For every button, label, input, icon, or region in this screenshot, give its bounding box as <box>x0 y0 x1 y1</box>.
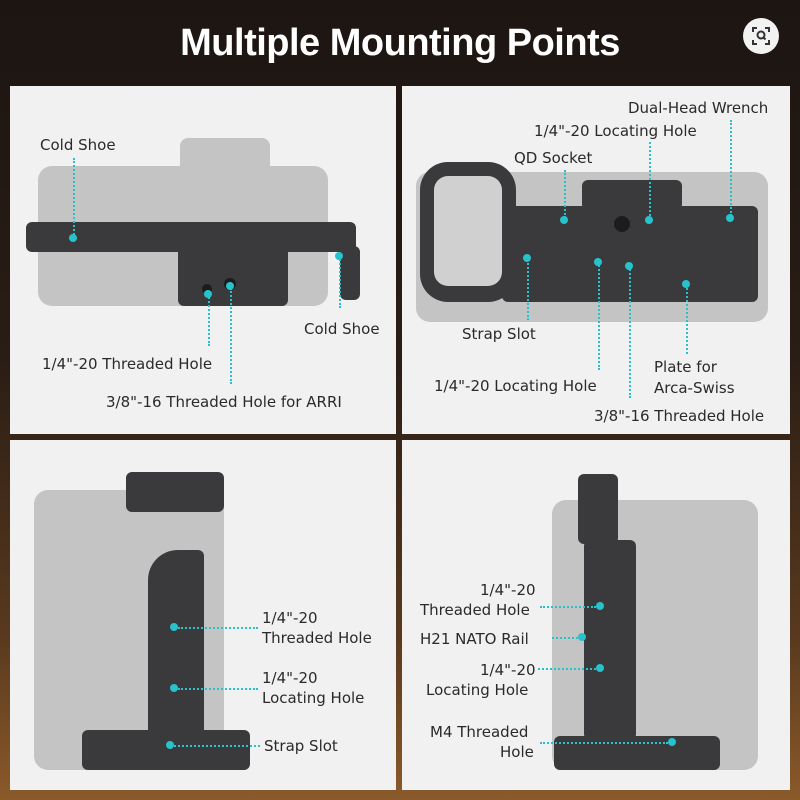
cage-image <box>578 474 618 544</box>
label: 1/4"-20 Threaded Hole <box>42 355 213 373</box>
label: 1/4"-20 <box>262 669 318 687</box>
label: Cold Shoe <box>40 136 116 154</box>
label: Locating Hole <box>426 681 529 699</box>
label: H21 NATO Rail <box>420 630 529 648</box>
label: 1/4"-20 <box>480 581 536 599</box>
label: 1/4"-20 Locating Hole <box>434 377 597 395</box>
cage-image <box>582 180 682 210</box>
cage-image <box>178 246 288 306</box>
cage-image <box>126 472 224 512</box>
label: Strap Slot <box>264 737 338 755</box>
label: 1/4"-20 Locating Hole <box>534 122 697 140</box>
label: Threaded Hole <box>420 601 530 619</box>
label: Threaded Hole <box>262 629 372 647</box>
cage-image <box>340 246 360 300</box>
label: Strap Slot <box>462 325 536 343</box>
label: 1/4"-20 <box>262 609 318 627</box>
hole <box>614 216 630 232</box>
label: Dual-Head Wrench <box>628 99 769 117</box>
camera-image <box>180 138 270 178</box>
cage-image <box>554 736 720 770</box>
panel-left-side-view: 1/4"-20 Threaded Hole 1/4"-20 Locating H… <box>10 440 396 790</box>
label: 3/8"-16 Threaded Hole for ARRI <box>106 393 342 411</box>
cage-image <box>148 550 204 746</box>
panel-bottom-view: Dual-Head Wrench 1/4"-20 Locating Hole Q… <box>402 86 790 434</box>
label: Locating Hole <box>262 689 365 707</box>
page-title: Multiple Mounting Points <box>180 22 620 64</box>
label: 3/8"-16 Threaded Hole <box>594 407 765 425</box>
panel-top-view: Cold Shoe Cold Shoe 1/4"-20 Threaded Hol… <box>10 86 396 434</box>
label: QD Socket <box>514 149 593 167</box>
label: Hole <box>500 743 534 761</box>
hole <box>202 284 212 294</box>
label: Plate for <box>654 358 717 376</box>
label: M4 Threaded <box>430 723 529 741</box>
panel-right-side-view: 1/4"-20 Threaded Hole H21 NATO Rail 1/4"… <box>402 440 790 790</box>
camera-image <box>434 176 502 286</box>
label: Cold Shoe <box>304 320 380 338</box>
label: Arca-Swiss <box>654 379 735 397</box>
visual-search-button[interactable] <box>743 18 779 54</box>
cage-image <box>584 540 636 740</box>
cage-image <box>82 730 250 770</box>
visual-search-icon <box>752 27 770 45</box>
label: 1/4"-20 <box>480 661 536 679</box>
